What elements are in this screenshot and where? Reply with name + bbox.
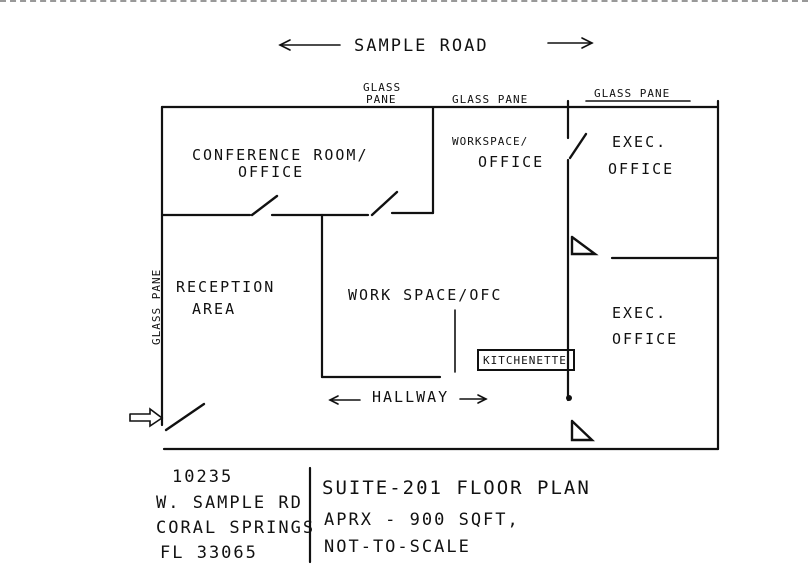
- room-exec-bottom-label-1: EXEC.: [612, 304, 667, 322]
- room-exec-top-label-2: OFFICE: [608, 160, 674, 178]
- workspace-walls: [320, 213, 456, 379]
- exec-door-top: [568, 132, 588, 160]
- kitchenette-label: KITCHENETTE: [483, 354, 567, 367]
- exec-door-hinge: [566, 395, 572, 401]
- room-exec-top-label-1: EXEC.: [612, 133, 667, 151]
- conference-walls: [160, 106, 435, 217]
- road-right-arrow-head: [581, 37, 594, 49]
- hallway-right-arrow-head: [477, 394, 488, 404]
- glass-label-top-left-2: PANE: [366, 93, 397, 106]
- room-workspace-main-label: WORK SPACE/OFC: [348, 286, 502, 304]
- page-top-edge: [0, 0, 808, 10]
- room-reception-label-1: RECEPTION: [176, 278, 275, 296]
- room-workspace-top-label-1: WORKSPACE/: [452, 135, 528, 148]
- room-workspace-top-label-2: OFFICE: [478, 153, 544, 171]
- address-line-2: W. SAMPLE RD: [156, 493, 303, 513]
- hallway-label: HALLWAY: [372, 388, 449, 406]
- exec-door-bottom: [570, 419, 596, 442]
- address-line-1: 10235: [172, 467, 233, 487]
- info-line-2: APRX - 900 SQFT,: [324, 510, 520, 530]
- entrance: [129, 402, 206, 432]
- glass-label-top-left-1: GLASS: [363, 81, 401, 94]
- conference-door-1: [250, 194, 279, 217]
- exec-walls: [566, 99, 720, 442]
- address-line-3: CORAL SPRINGS: [156, 518, 315, 538]
- room-exec-bottom-label-2: OFFICE: [612, 330, 678, 348]
- title-block: 10235 W. SAMPLE RD CORAL SPRINGS FL 3306…: [156, 466, 591, 564]
- info-line-3: NOT-TO-SCALE: [324, 537, 471, 557]
- glass-label-top-right: GLASS PANE: [594, 87, 670, 100]
- conference-door-2: [370, 190, 399, 217]
- room-conference-label-2: OFFICE: [238, 163, 304, 181]
- kitchenette: KITCHENETTE: [477, 349, 575, 371]
- glass-label-left: GLASS PANE: [150, 269, 163, 345]
- exec-door-middle: [570, 235, 599, 256]
- road-heading: SAMPLE ROAD: [278, 36, 594, 56]
- entrance-arrow-icon: [129, 407, 164, 428]
- hallway-left-arrow-head: [328, 395, 339, 405]
- address-line-4: FL 33065: [160, 543, 258, 563]
- entrance-door: [164, 402, 206, 432]
- hallway: HALLWAY: [328, 388, 488, 406]
- kitchenette-box: [477, 349, 575, 371]
- road-label: SAMPLE ROAD: [354, 36, 489, 56]
- room-conference-label-1: CONFERENCE ROOM/: [192, 146, 369, 164]
- info-line-1: SUITE-201 FLOOR PLAN: [322, 477, 591, 499]
- road-left-arrow-head: [278, 39, 291, 51]
- room-reception-label-2: AREA: [192, 300, 236, 318]
- outer-walls: [160, 99, 720, 451]
- glass-label-top-middle: GLASS PANE: [452, 93, 528, 106]
